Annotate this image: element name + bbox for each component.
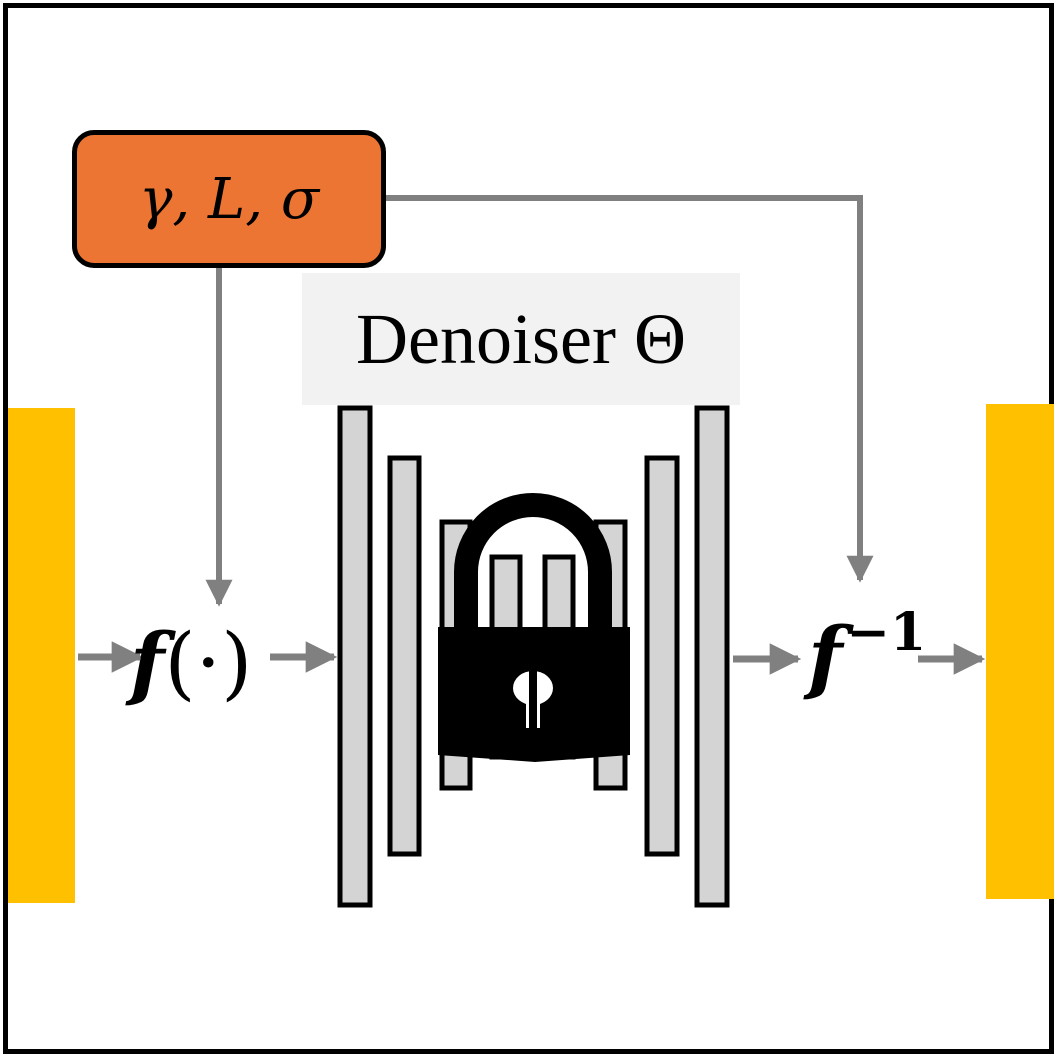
inverse-transform-exponent: −1 xyxy=(846,602,927,663)
denoiser-title: Denoiser Θ xyxy=(356,298,686,379)
layer-8 xyxy=(694,405,730,908)
layer-7 xyxy=(644,455,680,857)
forward-transform-argument: (·) xyxy=(164,616,253,709)
input-bar xyxy=(8,408,75,903)
forward-transform-label: f(·) xyxy=(130,615,252,709)
params-box: γ, L, σ xyxy=(72,130,386,268)
forward-transform-symbol: f xyxy=(130,615,165,709)
layer-1 xyxy=(337,405,373,908)
inverse-transform-label: f−1 xyxy=(808,602,926,703)
denoiser-label-bg xyxy=(302,273,740,405)
param-to-finv-arrow xyxy=(386,195,874,583)
padlock-icon xyxy=(438,493,630,762)
layer-2 xyxy=(387,455,422,857)
output-bar xyxy=(986,404,1054,899)
inverse-transform-symbol: f xyxy=(808,609,843,703)
